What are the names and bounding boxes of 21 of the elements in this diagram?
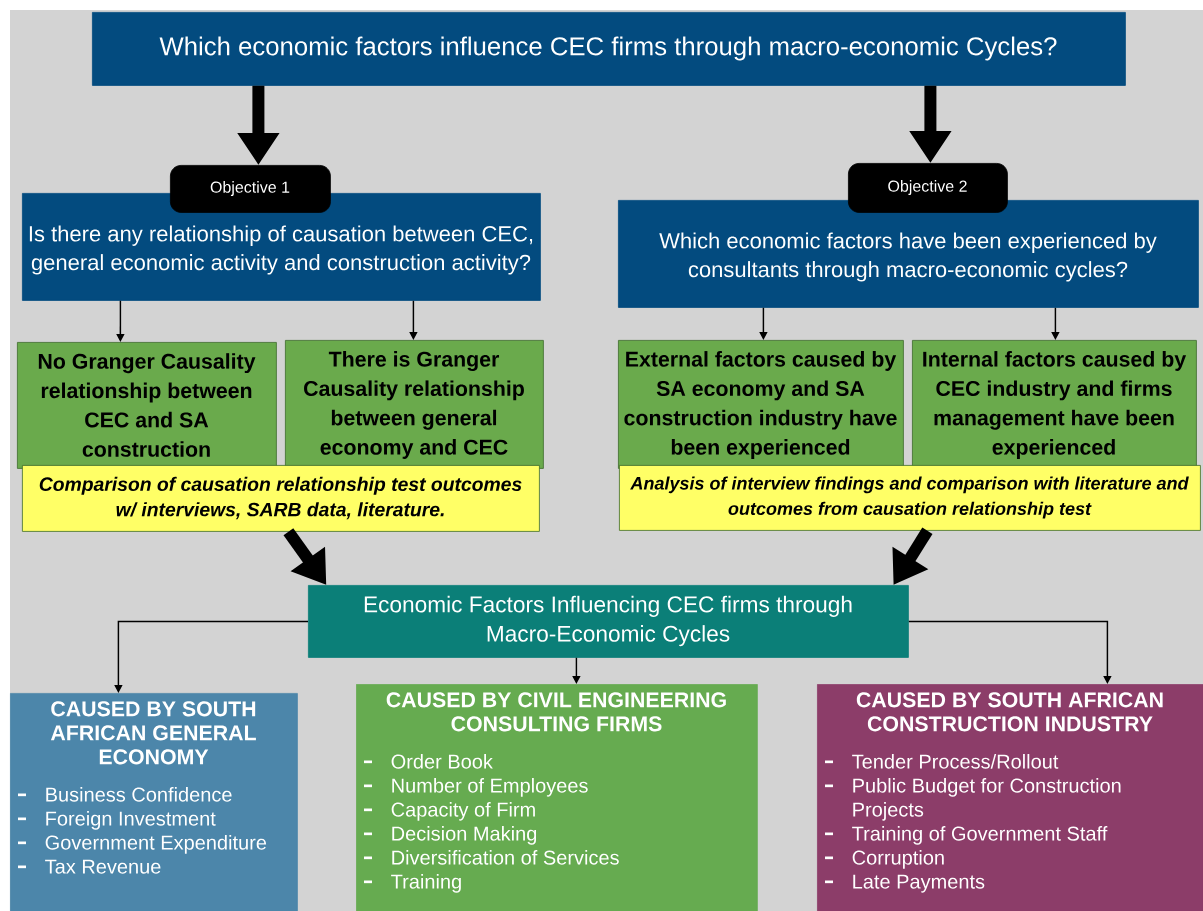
- arrow: [114, 620, 309, 693]
- arrow: [409, 300, 418, 340]
- title-box: Which economic factors influence CEC firms through macro-economic Cycles?: [92, 12, 1126, 86]
- finding-box: External factors caused by SA economy and SA construction industry have been experienced: [618, 340, 904, 469]
- factor-box: CAUSED BY SOUTH AFRICAN GENERAL ECONOMY Business Confidence Foreign Investment Government Expenditure Tax Revenue: [10, 693, 298, 911]
- arrow: [572, 657, 581, 684]
- analysis-box: Comparison of causation relationship test outcomes w/ interviews, SARB data, literature.: [22, 465, 540, 532]
- objective-label: Objective 1: [170, 165, 331, 213]
- factor-box: CAUSED BY SOUTH AFRICAN CONSTRUCTION INDUSTRY Tender Process/Rollout Public Budget for Construction Projects Training of Government Staff Corruption Late Payments: [817, 684, 1203, 911]
- objective-label: Objective 2: [848, 163, 1008, 213]
- arrow: [759, 307, 768, 340]
- finding-box: There is Granger Causality relationship between general economy and CEC: [285, 340, 544, 469]
- arrow: [1051, 307, 1060, 340]
- factor-box: CAUSED BY CIVIL ENGINEERING CONSULTING FIRMS Order Book Number of Employees Capacity of Firm Decision Making Diversification of Services Training: [356, 684, 758, 911]
- arrow: [908, 620, 1112, 684]
- finding-box: Internal factors caused by CEC industry and firms management have been experienced: [912, 340, 1197, 469]
- result-box: Economic Factors Influencing CEC firms through Macro-Economic Cycles: [308, 585, 909, 658]
- finding-box: No Granger Causality relationship between CEC and SA construction: [17, 342, 277, 469]
- arrow: [116, 300, 125, 342]
- question-box: Which economic factors have been experienced by consultants through macro-economic cycles?: [618, 200, 1199, 308]
- analysis-box: Analysis of interview findings and comparison with literature and outcomes from causation relationship test: [619, 465, 1201, 531]
